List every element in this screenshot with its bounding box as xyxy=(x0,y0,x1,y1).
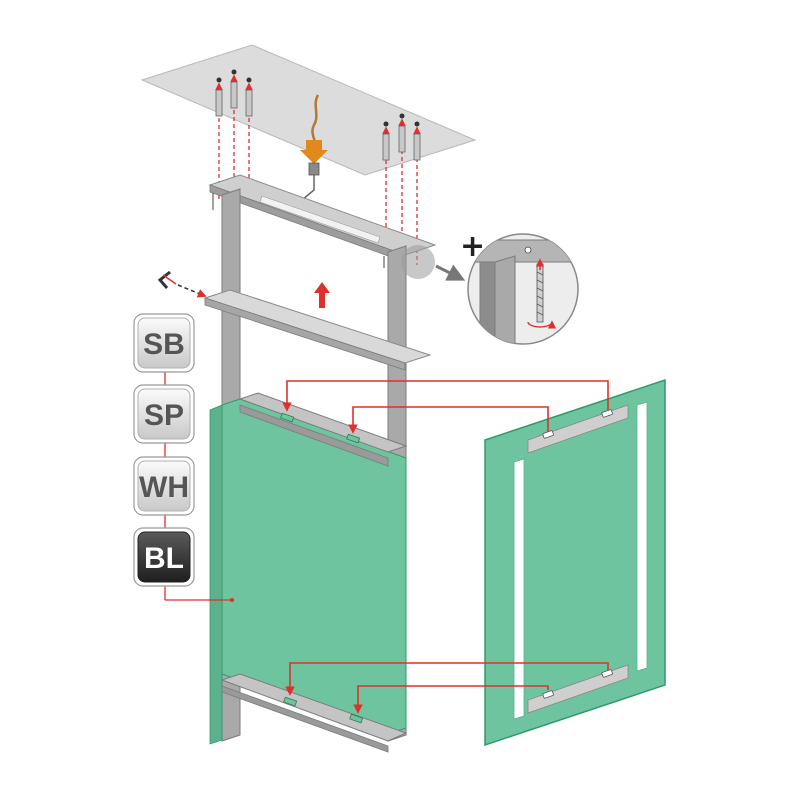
finish-badge-label: WH xyxy=(139,471,189,504)
finish-badge-label: SB xyxy=(143,328,185,361)
hex-key-icon xyxy=(157,270,207,298)
frame-hook-slots xyxy=(280,412,364,724)
finish-options: SB SP WH BL xyxy=(133,313,234,602)
finish-badge-sb[interactable]: SB xyxy=(133,313,195,373)
anchor-screw-icon xyxy=(215,69,421,161)
mirror-light-strip-left xyxy=(513,458,525,720)
hanging-guide-lines xyxy=(282,380,609,714)
detail-callout: + xyxy=(401,229,579,345)
mirror-panel xyxy=(484,378,666,747)
finish-badge-label: BL xyxy=(144,542,184,575)
finish-badge-label: SP xyxy=(144,399,184,432)
lift-up-arrow-icon xyxy=(314,282,330,308)
mirror-light-strip-right xyxy=(636,401,648,672)
ceiling-plate xyxy=(140,44,477,176)
cable-feed-arrow xyxy=(300,140,328,164)
finish-badge-bl[interactable]: BL xyxy=(133,527,195,587)
finish-badge-sp[interactable]: SP xyxy=(133,384,195,444)
ceiling-bracket xyxy=(208,174,437,256)
rotate-screw-icon xyxy=(527,258,557,329)
finish-badge-wh[interactable]: WH xyxy=(133,456,195,516)
